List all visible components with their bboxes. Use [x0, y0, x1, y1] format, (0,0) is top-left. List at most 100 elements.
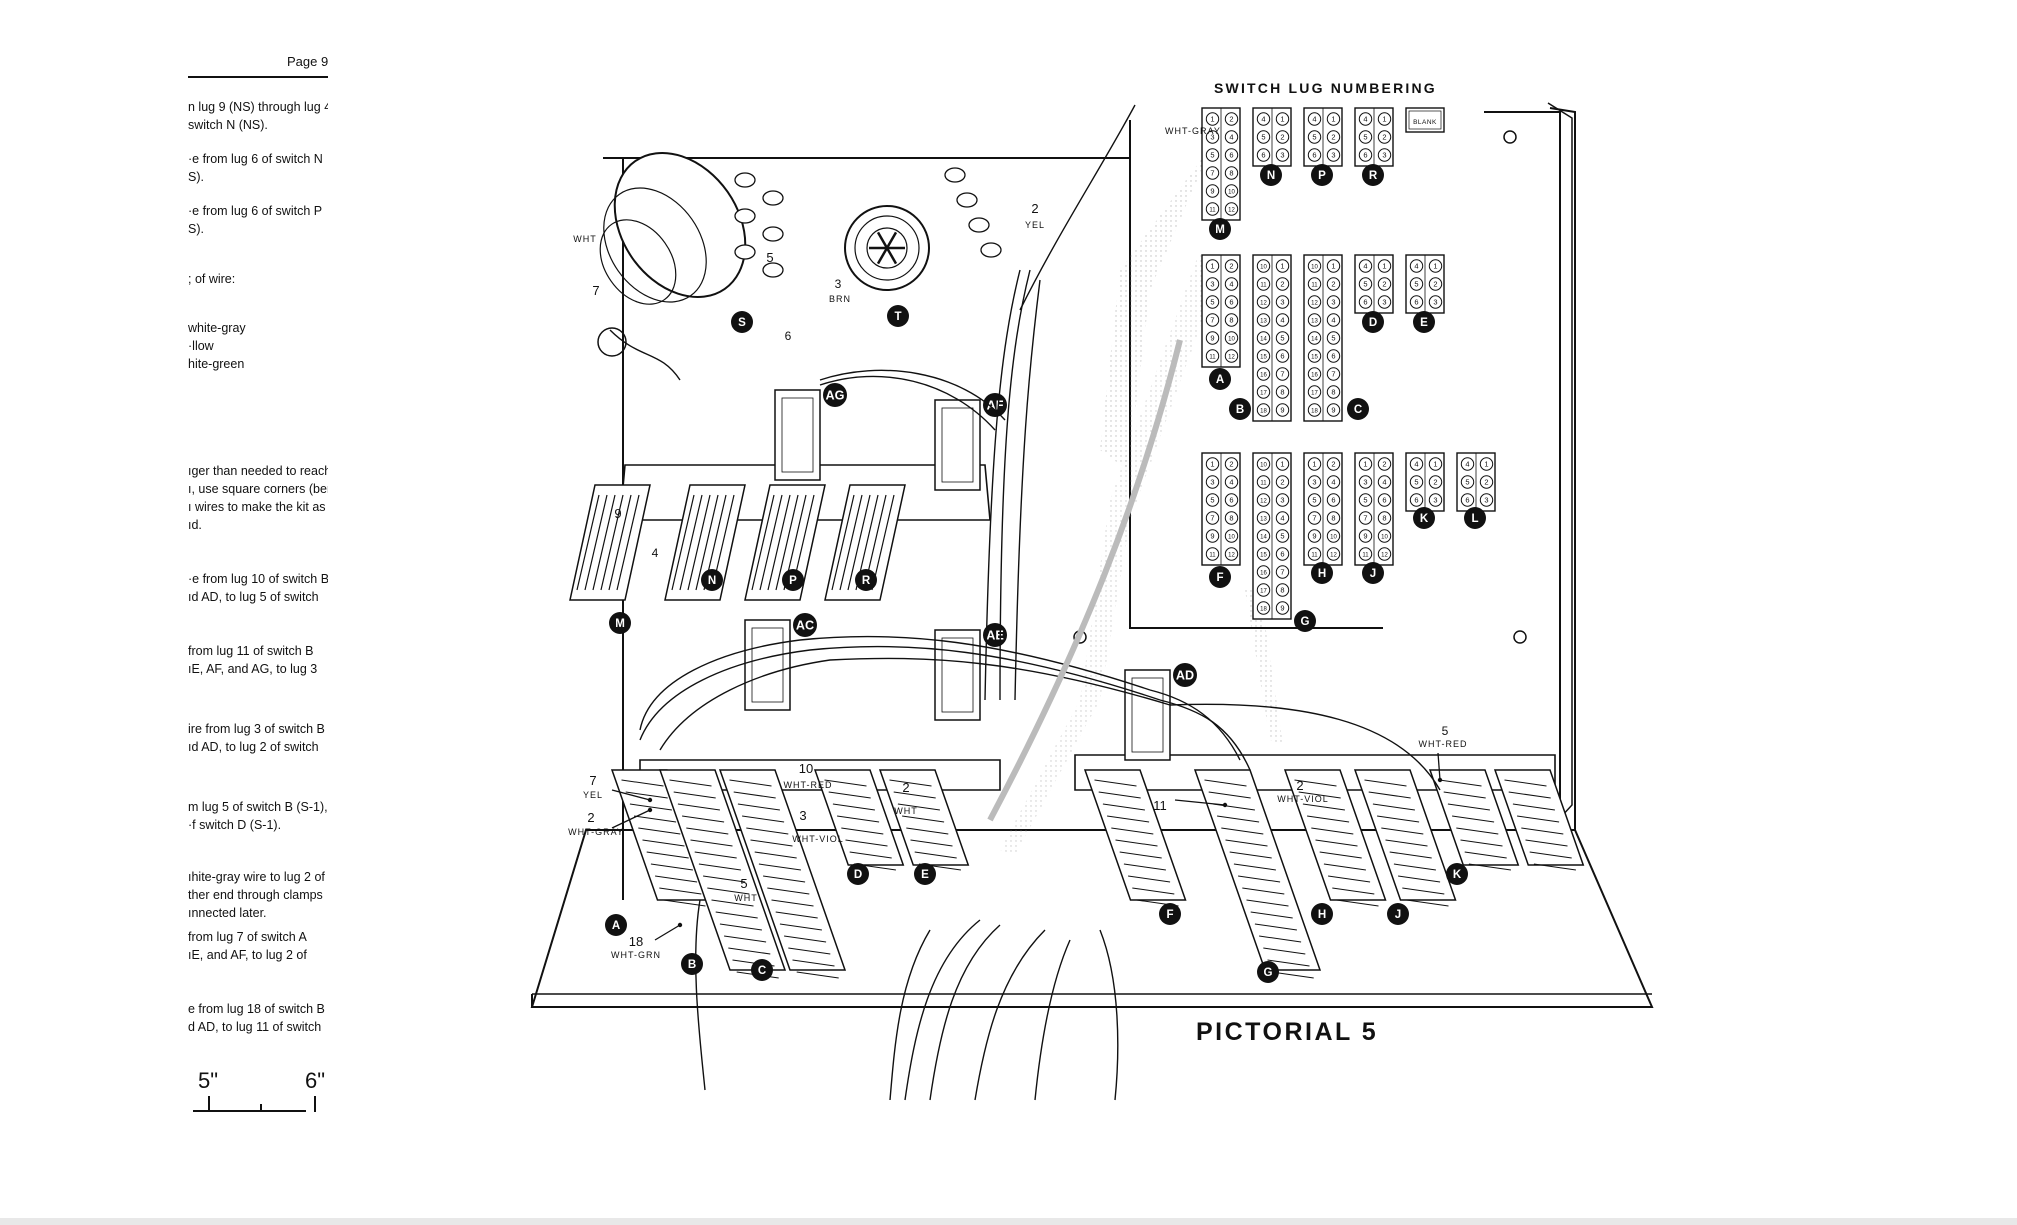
- switch-badge-circle: [609, 612, 631, 634]
- wafer-lug-line: [1315, 839, 1358, 847]
- wire: [639, 635, 1151, 731]
- wafer-lug-line: [1402, 887, 1445, 895]
- wire-label: 6: [785, 329, 792, 343]
- lug-circle: [1326, 295, 1341, 309]
- lug-circle: [1307, 475, 1322, 489]
- lug-badge-d: D: [1362, 311, 1384, 333]
- lug-number: 3: [1331, 298, 1335, 307]
- lug-number: 10: [1228, 535, 1235, 541]
- lug-number: 1: [1280, 460, 1284, 469]
- panel-switch-badge-f: F: [1159, 903, 1181, 925]
- wafer-lug-line: [841, 827, 884, 835]
- lug-number: 12: [1330, 553, 1337, 559]
- wafer-body: [824, 484, 906, 601]
- switch-badge-circle: [1209, 368, 1231, 390]
- switch-badge-letter: AE: [986, 629, 1004, 643]
- switch-badge-circle: [1413, 311, 1435, 333]
- switch-badge-circle: [1311, 562, 1333, 584]
- lug-number: 6: [1331, 352, 1335, 361]
- wafer-lug-line: [1452, 815, 1495, 823]
- instruction-line: ıger than needed to reach: [188, 464, 328, 478]
- switch-badge-letter: J: [1370, 568, 1376, 580]
- lug-circle: [1275, 529, 1290, 543]
- leader-arrow-head: [647, 807, 653, 813]
- lug-circle: [1275, 367, 1290, 381]
- lower-wafer-d: [813, 769, 905, 871]
- lug-number: 2: [1229, 115, 1233, 124]
- instruction-line: from lug 11 of switch B: [188, 644, 314, 658]
- wafer-lug-line: [707, 887, 750, 895]
- lug-number: 3: [1210, 133, 1214, 142]
- lug-circle: [1224, 112, 1239, 126]
- lug-number: 4: [1229, 280, 1233, 289]
- wire-label: 5: [1442, 724, 1449, 738]
- switch-badge-circle: [847, 863, 869, 885]
- wafer-lug-line: [828, 791, 871, 799]
- lug-circle: [1275, 259, 1290, 273]
- wafer-lug-line: [682, 815, 725, 823]
- lug-number: 10: [1228, 337, 1235, 343]
- lug-number: 8: [1280, 388, 1284, 397]
- deck-wafer-n: [664, 484, 746, 601]
- lug-number: 6: [1382, 496, 1386, 505]
- wafer-lug-line: [763, 875, 806, 883]
- lug-circle: [1377, 130, 1392, 144]
- wire: [974, 929, 1046, 1101]
- clamp-badge-ag: AG: [823, 383, 847, 407]
- wafer-lug-line: [1508, 791, 1551, 799]
- wire: [1159, 699, 1251, 771]
- lug-circle: [1275, 475, 1290, 489]
- leader-arrow-head: [647, 797, 653, 803]
- lug-number: 6: [1229, 298, 1233, 307]
- lug-number: 1: [1331, 262, 1335, 271]
- instruction-p10: m lug 5 of switch B (S-1),·f switch D (S…: [188, 798, 328, 834]
- wafer-lug-line: [1102, 803, 1145, 811]
- lug-number: 15: [1260, 553, 1267, 559]
- lug-circle: [1409, 295, 1424, 309]
- wafer-lug-line: [1298, 791, 1341, 799]
- lug-circle: [1275, 313, 1290, 327]
- lug-circle: [1307, 313, 1322, 327]
- wafer-lug-line: [1512, 803, 1555, 811]
- lug-circle: [1205, 511, 1220, 525]
- lug-number: 3: [1280, 151, 1284, 160]
- wafer-lug-line: [1468, 863, 1511, 871]
- wafer-lug-line: [576, 494, 600, 591]
- lug-circle: [1205, 547, 1220, 561]
- wafer-lug-line: [1242, 887, 1285, 895]
- lug-number: 7: [1331, 370, 1335, 379]
- clamp-badge-ac: AC: [793, 613, 817, 637]
- wire-label-color: YEL: [583, 790, 603, 800]
- lug-number: 6: [1312, 151, 1316, 160]
- lug-circle: [1224, 166, 1239, 180]
- wafer-lug-line: [1443, 791, 1486, 799]
- lug-circle: [1428, 259, 1443, 273]
- lug-number: 1: [1280, 115, 1284, 124]
- wafer-lug-line: [1389, 851, 1432, 859]
- wafer-lug-line: [837, 815, 880, 823]
- lug-number: 5: [1280, 334, 1284, 343]
- instruction-line: S).: [188, 170, 204, 184]
- deck-wafer-p: [744, 484, 826, 601]
- lug-number: 3: [1280, 298, 1284, 307]
- lug-circle: [1409, 277, 1424, 291]
- instruction-line: from lug 7 of switch A: [188, 930, 307, 944]
- switch-badge-circle: [1257, 961, 1279, 983]
- lower-wafer-k2: [1493, 769, 1585, 871]
- wafer-lug-line: [679, 494, 703, 591]
- lug-circle: [1307, 367, 1322, 381]
- lug-number: 3: [1484, 496, 1488, 505]
- lug-number: 6: [1414, 298, 1418, 307]
- clamp-ae: AE: [934, 623, 1007, 721]
- lug-circle: [1205, 202, 1220, 216]
- wafer-lug-line: [792, 959, 835, 967]
- lug-number: 2: [1229, 460, 1233, 469]
- wire-label: BRN: [829, 294, 851, 304]
- clamp-af: AF: [934, 393, 1007, 491]
- switch-badge-circle: [983, 393, 1007, 417]
- wafer-lug-line: [1307, 815, 1350, 823]
- lug-circle: [1326, 331, 1341, 345]
- lug-number: 11: [1209, 553, 1216, 559]
- clamp-body: [934, 629, 981, 721]
